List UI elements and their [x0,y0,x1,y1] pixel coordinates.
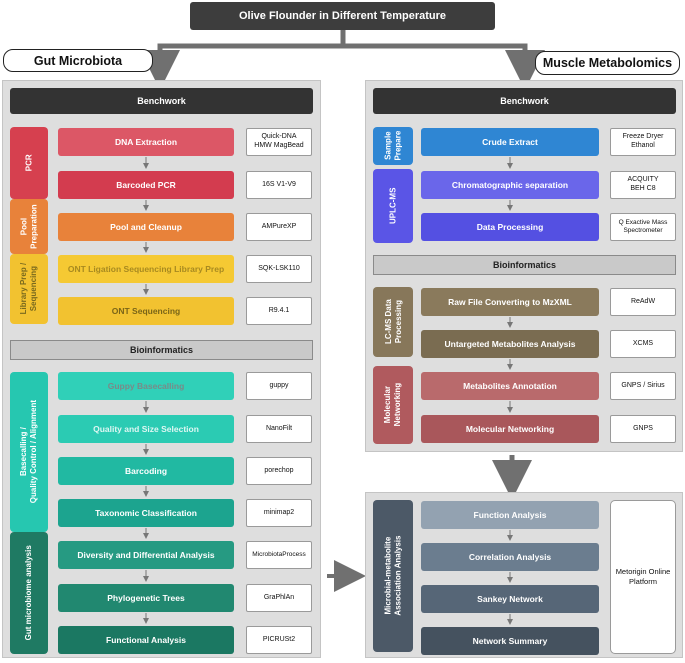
step-raw-file-converting: Raw File Converting to MzXML [421,288,599,316]
step-network-summary: Network Summary [421,627,599,655]
tool-mass-spectrometer: Q Exactive Mass Spectrometer [610,213,676,241]
tool-library-prep: SQK-LSK110 [246,255,312,283]
association-group-label: Microbial-metabolite Association Analysi… [373,500,413,652]
basecalling-group-label: Basecalling / Quality Control / Alignmen… [10,372,48,532]
muscle-benchwork-header: Benchwork [373,88,676,114]
step-functional-analysis: Functional Analysis [58,626,234,654]
gut-bioinformatics-header: Bioinformatics [10,340,313,360]
step-phylogenetic-trees: Phylogenetic Trees [58,584,234,612]
molecular-networking-group-label: Molecular Networking [373,366,413,444]
tool-barcoded-pcr: 16S V1-V9 [246,171,312,199]
tool-porechop: porechop [246,457,312,485]
step-metabolites-annotation: Metabolites Annotation [421,372,599,400]
step-function-analysis: Function Analysis [421,501,599,529]
pool-preparation-group-label: Pool Preparation [10,199,48,254]
sample-prepare-group-label: Sample Prepare [373,127,413,165]
gut-analysis-group-label: Gut microbiome analysis [10,532,48,654]
step-library-prep: ONT Ligation Sequencing Library Prep [58,255,234,283]
tool-gnps-sirius: GNPS / Sirius [610,372,676,400]
step-molecular-networking: Molecular Networking [421,415,599,443]
step-guppy-basecalling: Guppy Basecalling [58,372,234,400]
tool-gnps: GNPS [610,415,676,443]
tool-ont-sequencing: R9.4.1 [246,297,312,325]
diagram-title: Olive Flounder in Different Temperature [190,2,495,30]
tool-picrust2: PICRUSt2 [246,626,312,654]
step-taxonomic-classification: Taxonomic Classification [58,499,234,527]
step-crude-extract: Crude Extract [421,128,599,156]
step-ont-sequencing: ONT Sequencing [58,297,234,325]
tool-nanofilt: NanoFilt [246,415,312,443]
step-untargeted-metabolites: Untargeted Metabolites Analysis [421,330,599,358]
tool-freeze-dryer: Freeze Dryer Ethanol [610,128,676,156]
step-quality-selection: Quality and Size Selection [58,415,234,443]
step-chromatographic-separation: Chromatographic separation [421,171,599,199]
step-pool-cleanup: Pool and Cleanup [58,213,234,241]
muscle-bioinformatics-header: Bioinformatics [373,255,676,275]
tool-readw: ReAdW [610,288,676,316]
step-correlation-analysis: Correlation Analysis [421,543,599,571]
tool-xcms: XCMS [610,330,676,358]
gut-microbiota-heading: Gut Microbiota [3,49,153,72]
muscle-metabolomics-heading: Muscle Metabolomics [535,51,680,75]
tool-dna-extraction: Quick-DNA HMW MagBead [246,128,312,156]
step-data-processing: Data Processing [421,213,599,241]
step-sankey-network: Sankey Network [421,585,599,613]
pcr-group-label: PCR [10,127,48,199]
step-diversity-analysis: Diversity and Differential Analysis [58,541,234,569]
tool-guppy: guppy [246,372,312,400]
tool-minimap2: minimap2 [246,499,312,527]
gut-benchwork-header: Benchwork [10,88,313,114]
step-barcoded-pcr: Barcoded PCR [58,171,234,199]
tool-acquity: ACQUITY BEH C8 [610,171,676,199]
metorigin-platform: Metorigin Online Platform [610,500,676,654]
library-prep-group-label: Library Prep / Sequencing [10,254,48,324]
uplc-ms-group-label: UPLC-MS [373,169,413,243]
tool-graphlan: GraPhlAn [246,584,312,612]
step-barcoding: Barcoding [58,457,234,485]
tool-microbiotaprocess: MicrobiotaProcess [246,541,312,569]
tool-pool-cleanup: AMPureXP [246,213,312,241]
step-dna-extraction: DNA Extraction [58,128,234,156]
lcms-processing-group-label: LC-MS Data Processing [373,287,413,357]
